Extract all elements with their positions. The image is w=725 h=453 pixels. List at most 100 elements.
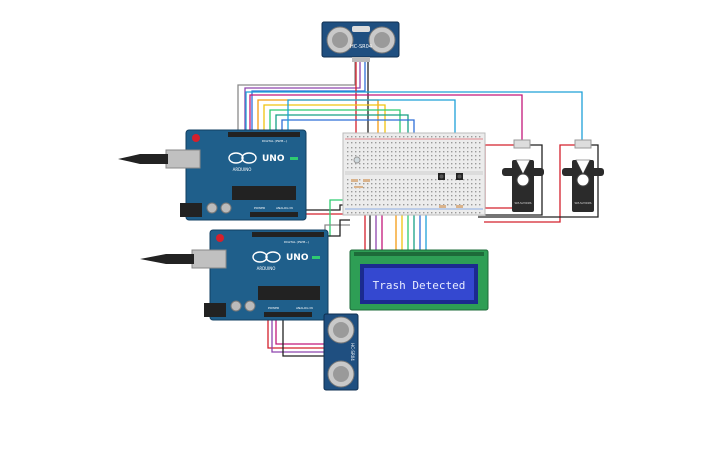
breadboard-hole: [379, 195, 381, 197]
breadboard-hole: [427, 163, 429, 165]
resistor-4: [439, 205, 446, 208]
ultrasonic-sensor-bottom[interactable]: HC-SR04: [323, 313, 359, 391]
breadboard-hole: [435, 195, 437, 197]
breadboard-hole: [467, 191, 469, 193]
breadboard-hole: [459, 155, 461, 157]
breadboard-hole: [419, 179, 421, 181]
breadboard-hole: [443, 147, 445, 149]
breadboard-hole: [463, 159, 465, 161]
power-header[interactable]: [250, 212, 298, 217]
breadboard-hole: [399, 136, 401, 138]
digital-header[interactable]: [228, 132, 300, 137]
breadboard-hole: [463, 167, 465, 169]
breadboard[interactable]: [342, 132, 486, 216]
wire-yellow[interactable]: [263, 104, 386, 140]
breadboard-hole: [443, 155, 445, 157]
breadboard-hole: [427, 142, 429, 144]
servo-right[interactable]: SM-S2309S: [562, 139, 604, 212]
breadboard-hole: [391, 212, 393, 214]
breadboard-hole: [423, 199, 425, 201]
breadboard-hole: [395, 187, 397, 189]
breadboard-hole: [395, 163, 397, 165]
breadboard-hole: [411, 212, 413, 214]
breadboard-hole: [351, 199, 353, 201]
breadboard-hole: [351, 167, 353, 169]
breadboard-hole: [399, 204, 401, 206]
breadboard-hole: [427, 167, 429, 169]
breadboard-hole: [451, 187, 453, 189]
reset-button[interactable]: [192, 134, 200, 142]
ultrasonic-sensor-top[interactable]: HC-SR04: [321, 21, 400, 62]
breadboard-hole: [463, 204, 465, 206]
breadboard-hole: [371, 179, 373, 181]
breadboard-hole: [363, 212, 365, 214]
breadboard-hole: [367, 204, 369, 206]
breadboard-hole: [435, 151, 437, 153]
breadboard-hole: [347, 151, 349, 153]
wire-servo-left-black[interactable]: [478, 144, 543, 216]
breadboard-hole: [443, 167, 445, 169]
servo-left[interactable]: SM-S2309S: [502, 139, 544, 212]
breadboard-hole: [347, 191, 349, 193]
breadboard-hole: [467, 159, 469, 161]
wire-cyan2[interactable]: [287, 99, 456, 140]
wire-sensor-top-gray[interactable]: [237, 62, 356, 132]
breadboard-hole: [395, 142, 397, 144]
wire-servo-right-black[interactable]: [478, 144, 599, 218]
breadboard-hole: [439, 167, 441, 169]
reset-button[interactable]: [216, 234, 224, 242]
breadboard-hole: [395, 195, 397, 197]
breadboard-hole: [387, 155, 389, 157]
breadboard-hole: [459, 163, 461, 165]
breadboard-hole: [351, 187, 353, 189]
breadboard-hole: [431, 136, 433, 138]
breadboard-hole: [431, 199, 433, 201]
breadboard-hole: [379, 167, 381, 169]
breadboard-hole: [375, 159, 377, 161]
wire-green[interactable]: [269, 109, 401, 140]
arduino-bottom[interactable]: UNO ARDUINO DIGITAL (PWM~) POWER ANALOG …: [140, 229, 329, 321]
breadboard-hole: [399, 163, 401, 165]
digital-header[interactable]: [252, 232, 324, 237]
breadboard-hole: [351, 212, 353, 214]
wire-top-gnd[interactable]: [300, 204, 345, 211]
wire-cyan[interactable]: [245, 91, 583, 140]
breadboard-hole: [347, 159, 349, 161]
breadboard-hole: [407, 155, 409, 157]
breadboard-hole: [463, 212, 465, 214]
breadboard-hole: [355, 147, 357, 149]
breadboard-hole: [415, 142, 417, 144]
breadboard-hole: [451, 142, 453, 144]
wire-blue2[interactable]: [281, 119, 415, 140]
breadboard-hole: [435, 155, 437, 157]
wire-servo-right-red[interactable]: [484, 144, 575, 223]
breadboard-hole: [395, 179, 397, 181]
breadboard-hole: [479, 163, 481, 165]
breadboard-hole: [475, 167, 477, 169]
breadboard-hole: [375, 155, 377, 157]
wire-sensor-top-blue[interactable]: [251, 62, 366, 132]
power-header[interactable]: [264, 312, 312, 317]
breadboard-hole: [347, 204, 349, 206]
breadboard-hole: [415, 179, 417, 181]
breadboard-hole: [399, 212, 401, 214]
breadboard-hole: [419, 191, 421, 193]
breadboard-hole: [415, 212, 417, 214]
breadboard-hole: [459, 191, 461, 193]
breadboard-hole: [427, 151, 429, 153]
wire-sensor-top-purple[interactable]: [244, 62, 361, 132]
breadboard-hole: [459, 212, 461, 214]
breadboard-hole: [403, 179, 405, 181]
breadboard-hole: [347, 199, 349, 201]
breadboard-hole: [419, 199, 421, 201]
wire-bs-black[interactable]: [282, 310, 324, 357]
breadboard-hole: [471, 195, 473, 197]
breadboard-hole: [411, 147, 413, 149]
arduino-top[interactable]: UNO ARDUINO DIGITAL (PWM~) POWER ANALOG …: [118, 129, 307, 221]
breadboard-hole: [431, 212, 433, 214]
breadboard-hole: [399, 167, 401, 169]
lcd-16x2[interactable]: Trash Detected: [349, 249, 489, 311]
wire-teal[interactable]: [275, 114, 409, 140]
breadboard-hole: [355, 199, 357, 201]
wire-magenta[interactable]: [249, 94, 523, 140]
